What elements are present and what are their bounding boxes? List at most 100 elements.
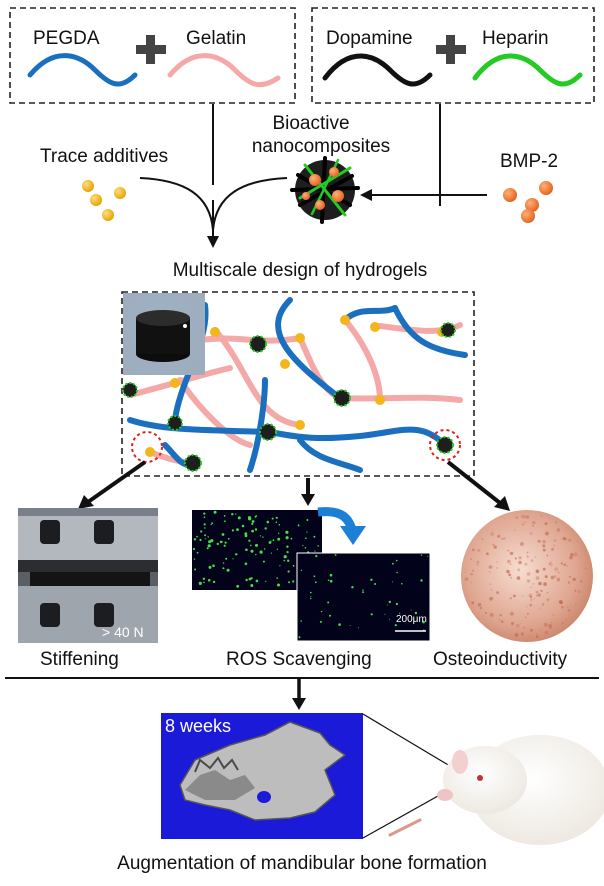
texture-speck [225, 557, 228, 560]
label-bmp2: BMP-2 [500, 151, 559, 172]
texture-speck [464, 571, 467, 574]
texture-speck [287, 559, 290, 562]
texture-speck [509, 597, 512, 600]
texture-speck [560, 605, 564, 609]
texture-speck [542, 544, 546, 548]
texture-speck [484, 612, 487, 614]
texture-speck [193, 538, 197, 541]
texture-speck [235, 513, 237, 515]
texture-speck [568, 575, 572, 578]
arrow-head [292, 698, 306, 710]
texture-speck [585, 567, 587, 570]
texture-speck [479, 606, 482, 610]
texture-speck [523, 626, 526, 629]
texture-speck [254, 516, 257, 518]
texture-speck [515, 623, 520, 628]
texture-speck [517, 568, 521, 572]
texture-speck [420, 554, 423, 556]
texture-speck [490, 589, 493, 591]
texture-speck [422, 620, 425, 624]
texture-speck [272, 539, 275, 542]
texture-speck [329, 579, 333, 583]
texture-speck [526, 612, 529, 615]
texture-speck [525, 616, 527, 619]
texture-speck [510, 611, 514, 616]
texture-speck [213, 510, 217, 514]
texture-speck [509, 563, 512, 565]
texture-speck [513, 594, 516, 598]
texture-speck [476, 564, 478, 566]
texture-speck [535, 590, 539, 594]
texture-speck [313, 535, 316, 538]
texture-speck [526, 572, 531, 576]
texture-speck [396, 571, 398, 574]
arrow-head [494, 496, 510, 511]
nanocomposite-nodes [122, 322, 456, 472]
highlight-circle [429, 429, 461, 461]
texture-speck [558, 600, 563, 604]
texture-speck [464, 577, 469, 581]
texture-speck [384, 613, 386, 615]
texture-speck [495, 561, 498, 563]
texture-speck [212, 564, 215, 567]
texture-speck [549, 562, 553, 567]
texture-speck [508, 573, 512, 577]
texture-speck [210, 539, 214, 543]
stiffening-photo [18, 508, 158, 643]
texture-speck [236, 584, 240, 588]
texture-speck [562, 536, 566, 541]
texture-speck [338, 623, 341, 626]
bmp-icon [503, 181, 553, 223]
texture-speck [545, 531, 549, 536]
texture-speck [520, 632, 525, 636]
texture-speck [388, 600, 391, 604]
texture-speck [232, 558, 234, 560]
texture-speck [542, 548, 546, 552]
texture-speck [472, 569, 475, 572]
texture-speck [193, 558, 196, 560]
texture-speck [520, 622, 522, 624]
texture-speck [553, 575, 557, 578]
texture-speck [286, 545, 289, 548]
texture-speck [319, 620, 322, 623]
texture-speck [334, 554, 337, 556]
weeks-label: 8 weeks [165, 716, 232, 736]
texture-speck [329, 614, 331, 617]
texture-speck [290, 537, 293, 540]
plus-icon [436, 35, 466, 64]
texture-speck [305, 537, 307, 539]
texture-speck [514, 557, 518, 560]
texture-speck [558, 572, 560, 574]
texture-speck [310, 596, 312, 598]
texture-speck [550, 575, 555, 580]
texture-speck [317, 545, 320, 547]
texture-speck [529, 628, 533, 632]
texture-speck [510, 576, 512, 579]
texture-speck [227, 537, 230, 540]
bottom-title: Augmentation of mandibular bone formatio… [117, 853, 487, 874]
texture-speck [266, 520, 270, 524]
texture-speck [204, 534, 207, 537]
texture-speck [500, 620, 504, 623]
texture-speck [537, 539, 541, 543]
texture-speck [513, 529, 516, 531]
texture-speck [278, 532, 280, 534]
texture-speck [223, 544, 226, 547]
texture-speck [530, 596, 532, 598]
texture-speck [509, 551, 514, 556]
texture-speck [286, 551, 289, 554]
texture-speck [278, 524, 281, 526]
texture-speck [521, 514, 525, 519]
texture-speck [535, 635, 539, 638]
texture-speck [297, 524, 300, 527]
texture-speck [489, 596, 493, 601]
texture-speck [275, 516, 278, 519]
texture-speck [223, 515, 226, 517]
texture-speck [556, 577, 561, 582]
texture-speck [540, 515, 543, 517]
texture-speck [529, 532, 533, 535]
texture-speck [276, 548, 278, 550]
texture-speck [521, 595, 524, 597]
nanocomposite-icon [290, 156, 360, 224]
texture-speck [566, 565, 568, 567]
